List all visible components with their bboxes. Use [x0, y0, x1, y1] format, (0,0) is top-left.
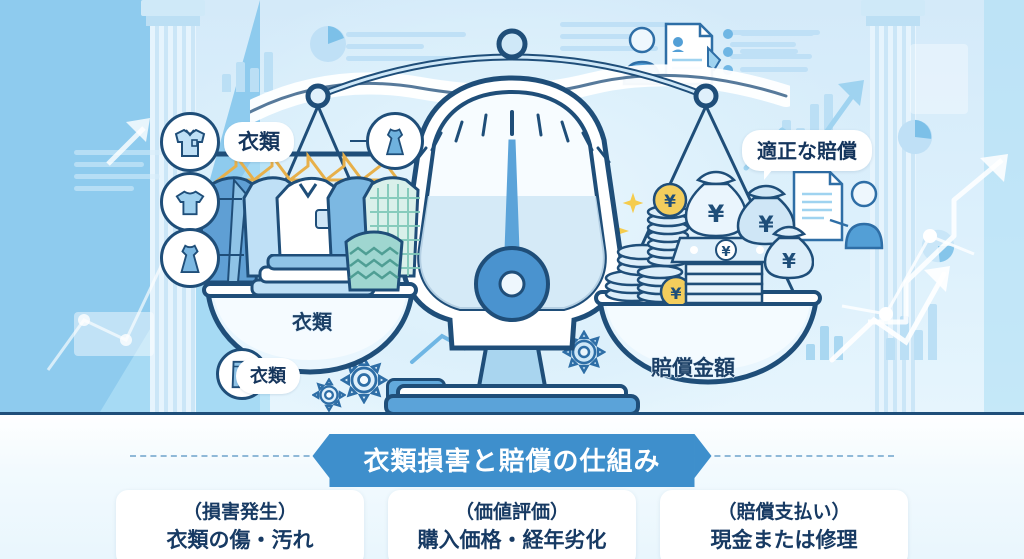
leader-line — [214, 254, 244, 256]
divider-dash-left — [28, 412, 42, 415]
shirt-icon — [160, 112, 220, 172]
right-pan-label: 賠償金額 — [651, 356, 735, 380]
tshirt-icon — [160, 172, 220, 232]
card-heading: （賠償支払い） — [717, 501, 851, 523]
leader-line — [350, 140, 370, 142]
card-heading: （損害発生） — [182, 501, 297, 523]
footer-area: 衣類損害と賠償の仕組み （損害発生） 衣類の傷・汚れ （価値評価） 購入価格・経… — [0, 412, 1024, 559]
card-heading: （価値評価） — [454, 501, 569, 523]
leader-line — [214, 198, 242, 200]
card-detail: 現金または修理 — [710, 527, 858, 552]
divider-rule — [0, 412, 1024, 415]
dress-icon — [366, 112, 424, 170]
footer-card[interactable]: （損害発生） 衣類の傷・汚れ — [116, 490, 364, 559]
banner-title: 衣類損害と賠償の仕組み — [312, 434, 712, 487]
divider-dash-right — [982, 412, 996, 415]
left-group-label: 衣類 — [224, 122, 294, 162]
background-text-lines-top — [346, 32, 466, 68]
balance-scale-icon — [202, 28, 822, 412]
card-detail: 衣類の傷・汚れ — [166, 527, 314, 552]
fair-compensation-callout: 適正な賠償 — [742, 130, 872, 180]
bar-chart-icon — [222, 46, 273, 92]
dress-icon — [160, 228, 220, 288]
left-lower-label: 衣類 — [236, 358, 300, 394]
card-detail: 購入価格・経年劣化 — [417, 527, 607, 552]
banner-dash-right — [694, 455, 894, 457]
footer-cards: （損害発生） 衣類の傷・汚れ （価値評価） 購入価格・経年劣化 （賠償支払い） … — [0, 490, 1024, 559]
background-text-lines-topright — [560, 22, 670, 58]
footer-card[interactable]: （価値評価） 購入価格・経年劣化 — [388, 490, 636, 559]
illustration-area: ¥ ¥ ¥ ¥ ¥ — [0, 0, 1024, 412]
left-pan-label: 衣類 — [292, 310, 332, 334]
banner-dash-left — [130, 455, 330, 457]
footer-card[interactable]: （賠償支払い） 現金または修理 — [660, 490, 908, 559]
